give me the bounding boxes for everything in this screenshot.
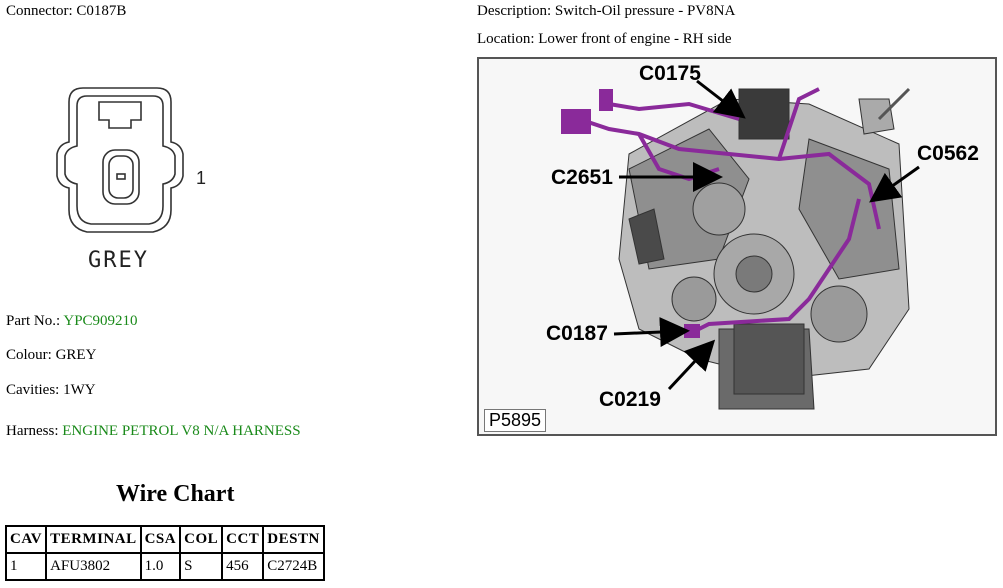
callout-c0187: C0187 <box>546 322 608 345</box>
part-no-link[interactable]: YPC909210 <box>63 313 138 329</box>
cavities-line: Cavities: 1WY <box>6 382 96 399</box>
engine-illustration <box>561 79 920 410</box>
part-no-line: Part No.: YPC909210 <box>6 313 138 330</box>
cell-destn: C2724B <box>263 553 324 580</box>
description-label: Description: <box>477 3 552 19</box>
image-reference-code: P5895 <box>484 409 547 432</box>
callout-c0562: C0562 <box>917 142 979 165</box>
cavity-number: 1 <box>196 168 207 188</box>
cell-terminal: AFU3802 <box>46 553 141 580</box>
description-value: Switch-Oil pressure - PV8NA <box>554 3 736 19</box>
table-row: 1 AFU3802 1.0 S 456 C2724B <box>6 553 324 580</box>
callout-c0175: C0175 <box>639 62 701 85</box>
wire-chart-table: CAV TERMINAL CSA COL CCT DESTN 1 AFU3802… <box>5 525 325 581</box>
colour-value: GREY <box>55 347 97 363</box>
header-cct: CCT <box>222 526 264 553</box>
harness-link[interactable]: ENGINE PETROL V8 N/A HARNESS <box>62 423 301 439</box>
connector-face-drawing <box>56 87 184 233</box>
callout-c0219: C0219 <box>599 388 661 411</box>
header-csa: CSA <box>140 526 181 553</box>
callout-c2651: C2651 <box>551 166 613 189</box>
connector-colour-caption: GREY <box>88 248 149 273</box>
location-line: Location: Lower front of engine - RH sid… <box>477 31 732 48</box>
harness-line: Harness: ENGINE PETROL V8 N/A HARNESS <box>6 423 301 440</box>
description-line: Description: Switch-Oil pressure - PV8NA <box>477 3 735 20</box>
colour-label: Colour: <box>6 347 52 363</box>
harness-label: Harness: <box>6 423 59 439</box>
header-col: COL <box>180 526 223 553</box>
part-no-label: Part No.: <box>6 313 61 329</box>
connector-label: Connector: <box>6 3 73 19</box>
wire-chart-title: Wire Chart <box>116 481 235 507</box>
wire-chart-header-row: CAV TERMINAL CSA COL CCT DESTN <box>6 526 324 553</box>
location-value: Lower front of engine - RH side <box>538 31 732 47</box>
cavities-value: 1WY <box>63 382 96 398</box>
cell-csa: 1.0 <box>140 553 181 580</box>
connector-id: C0187B <box>76 3 127 19</box>
header-terminal: TERMINAL <box>46 526 141 553</box>
header-destn: DESTN <box>263 526 324 553</box>
cell-col: S <box>180 553 223 580</box>
location-label: Location: <box>477 31 535 47</box>
colour-line: Colour: GREY <box>6 347 96 364</box>
connector-line: Connector: C0187B <box>6 3 126 20</box>
cell-cct: 456 <box>222 553 264 580</box>
header-cav: CAV <box>6 526 47 553</box>
cavities-label: Cavities: <box>6 382 60 398</box>
cell-cav: 1 <box>6 553 47 580</box>
engine-location-image: C0175 C0562 C2651 C0187 C0219 P5895 <box>477 57 997 436</box>
